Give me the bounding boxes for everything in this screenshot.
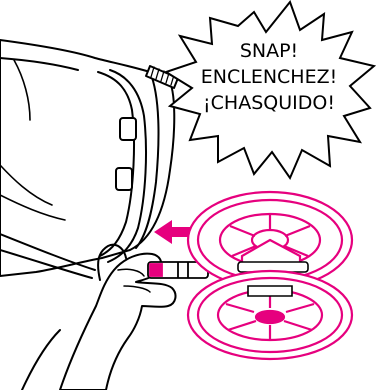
callout-line-2: ENCLENCHEZ! — [184, 64, 354, 90]
stroller-body — [0, 40, 178, 278]
callout-text: SNAP! ENCLENCHEZ! ¡CHASQUIDO! — [184, 38, 354, 116]
wheel-icon — [188, 271, 352, 359]
callout-line-3: ¡CHASQUIDO! — [184, 90, 354, 116]
callout-line-1: SNAP! — [184, 38, 354, 64]
